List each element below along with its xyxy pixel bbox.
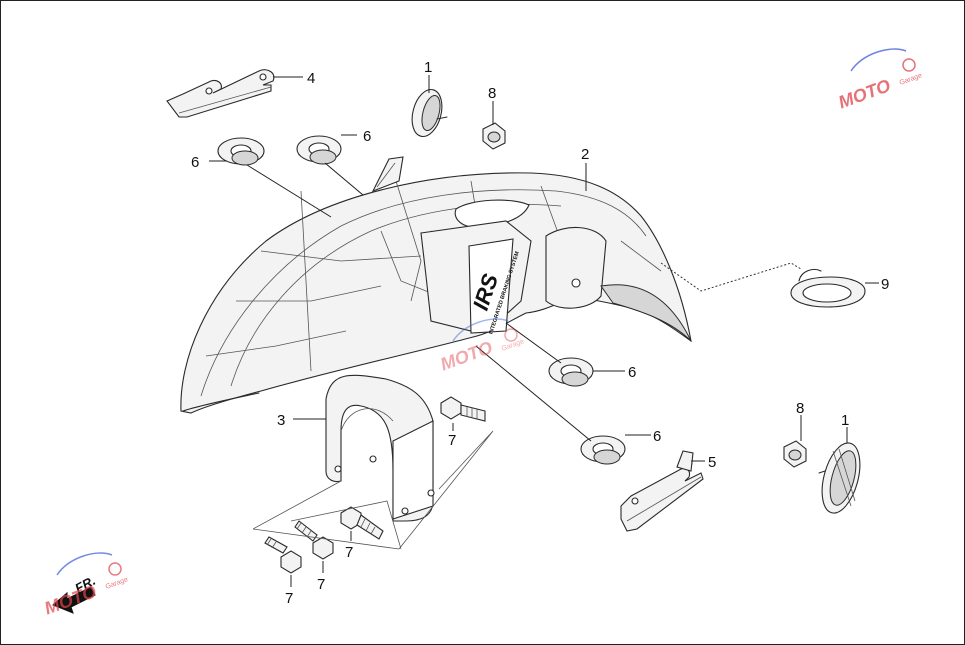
grommet-lower-middle — [548, 357, 594, 387]
gear-icon — [902, 58, 916, 72]
callout-9: 9 — [881, 276, 889, 293]
front-fender — [180, 156, 692, 414]
callout-7-upper: 7 — [448, 432, 456, 449]
callout-6-left: 6 — [191, 154, 199, 171]
grommet-lower — [580, 435, 626, 465]
reflector-top — [411, 88, 448, 138]
callout-1-right: 1 — [841, 412, 849, 429]
gear-icon — [504, 328, 518, 342]
watermark-text: MOTO — [42, 581, 99, 618]
watermark-top-right: MOTO Garage — [836, 48, 923, 112]
callout-5: 5 — [708, 454, 716, 471]
callout-1-top: 1 — [424, 59, 432, 76]
watermark-text: MOTO — [836, 75, 893, 112]
gasket-cap — [790, 268, 866, 308]
callout-7-lower-right: 7 — [317, 576, 325, 593]
callout-6-lower: 6 — [653, 428, 661, 445]
callout-7-middle: 7 — [345, 544, 353, 561]
callout-2: 2 — [581, 146, 589, 163]
nut-top — [482, 122, 506, 150]
fender-brace-bracket — [325, 374, 435, 522]
bolt-lower-right — [294, 520, 334, 560]
watermark-sub: Garage — [105, 576, 129, 591]
callout-7-lower-left: 7 — [285, 590, 293, 607]
mounting-bracket-top — [166, 69, 275, 118]
callout-8-right: 8 — [796, 400, 804, 417]
gear-icon — [108, 562, 122, 576]
callout-labels: 1 8 4 6 6 2 9 6 6 5 3 8 1 7 7 7 7 — [191, 59, 889, 607]
arrow-left-icon — [52, 586, 96, 614]
watermark-bottom-left: MOTO Garage — [42, 552, 129, 618]
front-direction-marker: FR. — [52, 573, 98, 614]
nut-right — [783, 440, 807, 468]
bolt-middle — [340, 506, 384, 540]
watermark-sub: Garage — [899, 72, 923, 87]
callout-6-upper: 6 — [363, 128, 371, 145]
bolt-upper — [440, 396, 486, 422]
reflector-right — [818, 442, 861, 514]
callout-3: 3 — [277, 412, 285, 429]
mounting-bracket-bottom — [620, 450, 704, 532]
grommet-upper-left — [217, 137, 265, 166]
grommet-upper-middle — [296, 135, 342, 165]
leader-lines — [209, 75, 879, 587]
bolt-lower-left — [264, 536, 302, 574]
callout-6-lower-middle: 6 — [628, 364, 636, 381]
callout-4: 4 — [307, 70, 315, 87]
callout-8-top: 8 — [488, 85, 496, 102]
